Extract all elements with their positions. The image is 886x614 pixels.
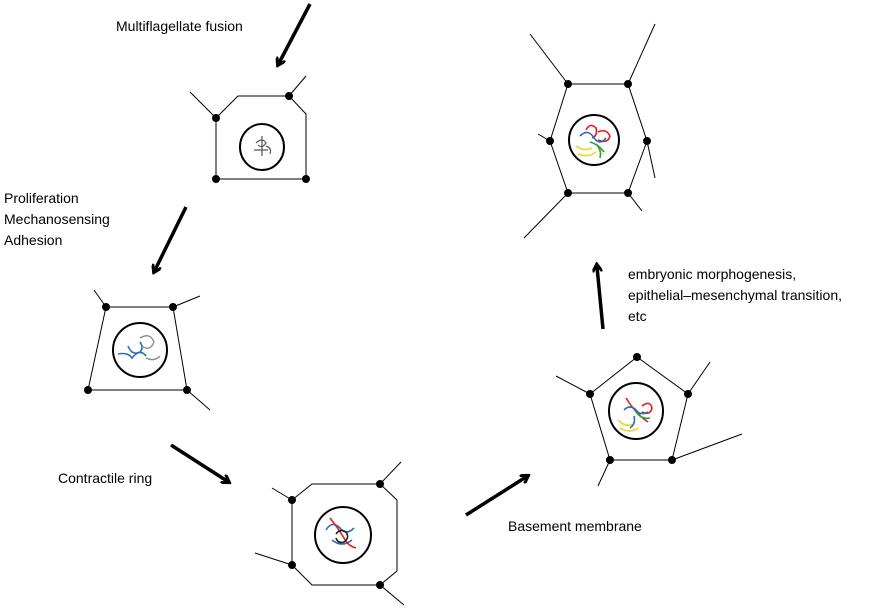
cell-4-junction-dot xyxy=(586,390,594,398)
arrows xyxy=(155,3,605,517)
label-embryonic-morphogenesis: embryonic morphogenesis, xyxy=(628,266,797,282)
cell-3-chromatin-blue xyxy=(325,523,355,545)
cell-5-junction-line xyxy=(646,140,656,179)
cell-1-junction-dot xyxy=(302,175,310,183)
cell-4-junction-line xyxy=(671,433,743,461)
cell-5-membrane xyxy=(549,83,648,194)
cell-1-nucleus xyxy=(239,123,285,171)
cell-4-junction-line xyxy=(555,375,591,395)
label-adhesion: Adhesion xyxy=(4,232,63,248)
cell-2 xyxy=(84,289,211,411)
cell-3-junction-line xyxy=(379,461,402,485)
cell-2-chromatin-gray xyxy=(139,335,161,361)
cell-1-chromatin xyxy=(254,136,272,156)
cell-2-junction-dot xyxy=(183,386,191,394)
cell-5-junction-dot xyxy=(624,189,632,197)
cell-1-junction-line xyxy=(288,75,307,97)
cell-5-chromatin-blue xyxy=(579,131,607,143)
cell-1-junction-dot xyxy=(212,114,220,122)
cell-3-junction-dot xyxy=(288,561,296,569)
label-proliferation: Proliferation xyxy=(4,190,79,206)
cell-3-junction-dot xyxy=(376,581,384,589)
cell-3-chromatin-red xyxy=(329,517,357,549)
label-etc: etc xyxy=(628,308,647,324)
cell-4-nucleus xyxy=(608,382,664,440)
cell-3-junction-line xyxy=(379,584,405,606)
cell-3 xyxy=(254,461,405,606)
cell-3-junction-dot xyxy=(376,480,384,488)
cell-1-junction-dot xyxy=(212,175,220,183)
cell-4-junction-dot xyxy=(606,456,614,464)
cell-4-junction-line xyxy=(687,361,711,395)
arrow-proliferation xyxy=(155,206,188,270)
arrow-contractile xyxy=(170,443,227,481)
cell-4 xyxy=(555,353,743,487)
label-basement-membrane: Basement membrane xyxy=(508,518,642,534)
cell-5-junction-dot xyxy=(546,137,554,145)
cell-3-nucleus xyxy=(314,506,372,564)
cell-1-junction-dot xyxy=(285,92,293,100)
cell-4-chromatin-blue xyxy=(623,406,649,429)
cell-5-junction-line xyxy=(529,33,569,85)
cell-2-nucleus xyxy=(112,322,168,378)
cell-2-junction-line xyxy=(172,295,201,308)
cell-4-junction-dot xyxy=(668,456,676,464)
cell-2-junction-dot xyxy=(169,303,177,311)
cell-5 xyxy=(523,23,656,239)
cell-2-junction-dot xyxy=(84,386,92,394)
cell-4-junction-dot xyxy=(684,390,692,398)
arrow-multiflagellate xyxy=(279,3,312,63)
label-multiflagellate-fusion: Multiflagellate fusion xyxy=(116,18,243,34)
cell-5-junction-dot xyxy=(624,80,632,88)
label-embryonic-group: embryonic morphogenesis, epithelial–mese… xyxy=(628,264,842,327)
label-mechanosensing: Mechanosensing xyxy=(4,211,110,227)
label-contractile-ring: Contractile ring xyxy=(58,470,153,486)
cell-4-membrane xyxy=(589,356,689,461)
arrow-embryonic xyxy=(597,267,605,330)
cell-3-junction-line xyxy=(254,552,293,566)
cell-2-junction-line xyxy=(186,389,211,411)
cell-5-nucleus xyxy=(568,114,620,166)
cell-4-chromatin-green xyxy=(635,411,651,420)
cell-3-junction-dot xyxy=(288,496,296,504)
cell-5-chromatin-green xyxy=(589,141,605,159)
label-proliferation-group: Proliferation Mechanosensing Adhesion xyxy=(4,188,110,251)
cell-5-chromatin-yellow xyxy=(575,145,597,157)
cell-5-junction-dot xyxy=(564,80,572,88)
cell-3-membrane xyxy=(291,483,398,586)
cell-4-junction-dot xyxy=(633,353,641,361)
cell-1-junction-line xyxy=(189,91,217,119)
cell-2-chromatin-blue xyxy=(117,341,147,360)
label-emt: epithelial–mesenchymal transition, xyxy=(628,287,842,303)
cell-4-junction-line xyxy=(597,459,611,487)
cell-1 xyxy=(189,75,310,183)
cell-3-chromatin-dark xyxy=(335,529,349,544)
arrow-basement xyxy=(465,477,526,517)
cell-2-junction-dot xyxy=(102,303,110,311)
cell-5-junction-line xyxy=(523,192,569,239)
cell-1-membrane xyxy=(215,95,307,180)
cell-5-junction-line xyxy=(627,23,656,85)
cell-5-junction-dot xyxy=(564,189,572,197)
cell-5-junction-dot xyxy=(643,137,651,145)
